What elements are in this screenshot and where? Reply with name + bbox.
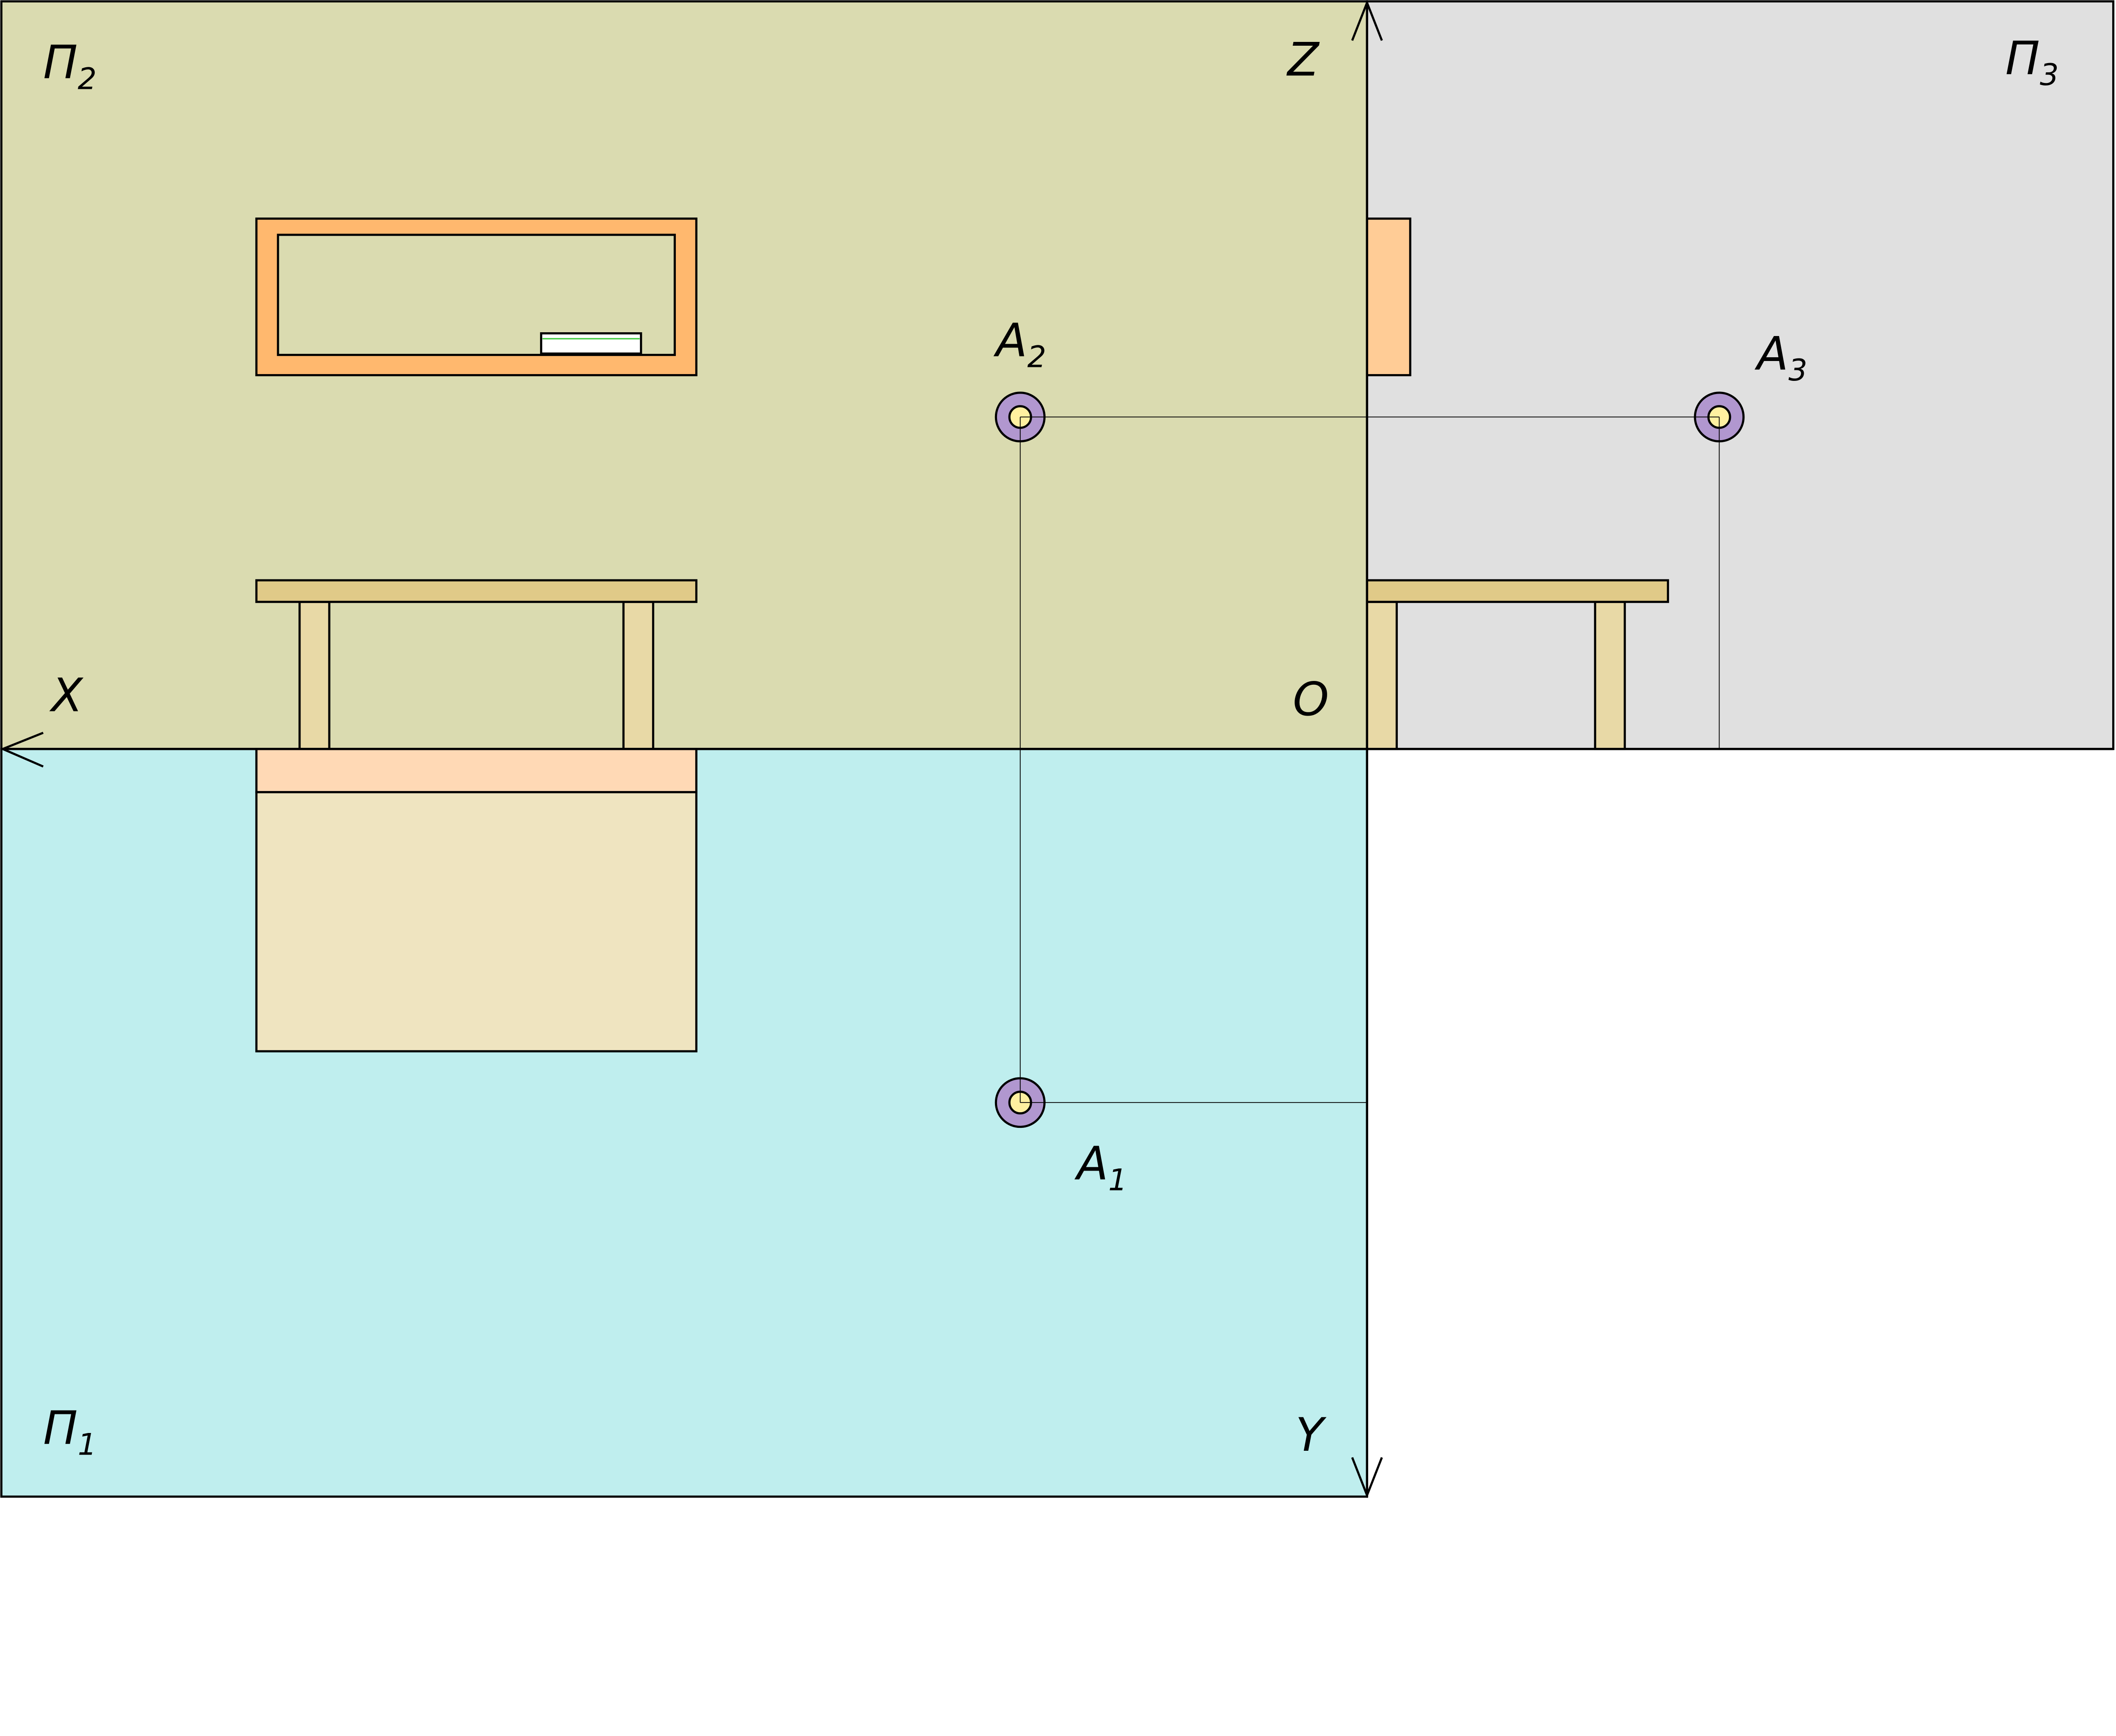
label-p2: П2 (43, 36, 96, 96)
orthographic-projection-diagram: П2 П3 П1 Z X O Y A2 A3 A1 (0, 0, 2115, 1499)
point-crosshairs (1019, 416, 1720, 1103)
blackboard-side (1366, 218, 1411, 377)
chalk-tray (540, 332, 642, 355)
z-arrow-icon (1351, 0, 1383, 41)
label-p1: П1 (43, 1401, 96, 1462)
y-arrow-icon (1351, 1457, 1383, 1499)
label-a2: A2 (993, 314, 1046, 375)
table-side (1366, 579, 1669, 750)
plane-p3 (1366, 0, 2115, 750)
x-arrow-icon (0, 732, 44, 768)
label-origin: O (1293, 672, 1329, 726)
table-plan (255, 748, 697, 1053)
label-p3: П3 (2006, 31, 2059, 92)
label-axis-x: X (49, 668, 84, 722)
label-axis-y: Y (1295, 1408, 1327, 1462)
label-axis-z: Z (1286, 33, 1320, 87)
axes (0, 0, 2113, 1499)
label-a3: A3 (1755, 327, 1807, 388)
table-front (255, 579, 697, 750)
projection-lines (1019, 416, 1720, 1103)
blackboard-front (255, 218, 697, 377)
label-a1: A1 (1075, 1137, 1127, 1198)
